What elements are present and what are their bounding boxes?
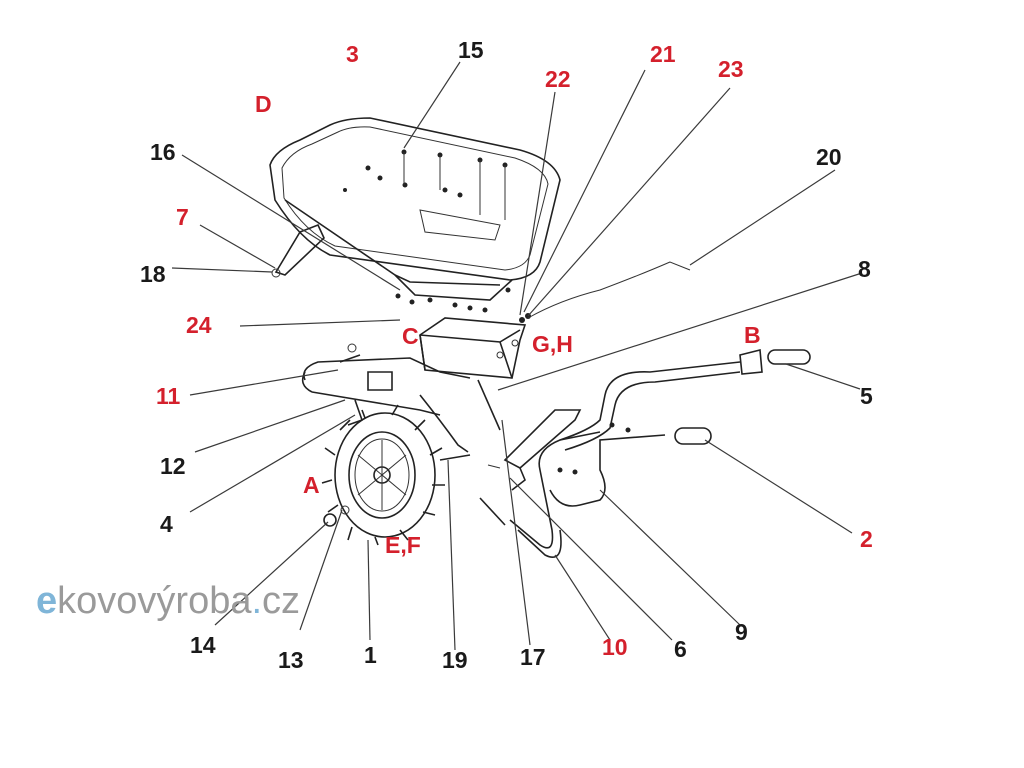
label-4: 4 [160,511,173,537]
wheel [321,404,445,546]
mixing-cable [527,261,691,319]
label-9: 9 [735,619,748,645]
label-11: 11 [156,383,181,409]
handle-grips [557,348,811,475]
logo-tld: cz [262,580,301,622]
label-19: 19 [442,647,468,673]
ekovovyroba-logo: ekovovýroba.cz [36,580,300,623]
part-labels: 3 15 22 21 23 D 16 20 7 18 8 24 C G,H B … [140,37,873,673]
label-B: B [744,322,761,348]
label-10: 10 [602,634,628,660]
label-12: 12 [160,453,186,479]
leader-lines [171,61,863,651]
label-5: 5 [860,383,873,409]
wheel-hardware [323,454,506,527]
label-7: 7 [176,204,189,230]
label-14: 14 [190,632,216,658]
label-23: 23 [718,56,744,82]
label-20: 20 [816,144,842,170]
label-17: 17 [520,644,546,670]
hopper [269,117,561,301]
label-18: 18 [140,261,166,287]
label-A: A [303,472,320,498]
label-3: 3 [346,41,359,67]
label-1: 1 [364,642,377,668]
label-16: 16 [150,139,176,165]
label-6: 6 [674,636,687,662]
logo-e: e [36,580,58,622]
gearbox [395,287,531,379]
label-8: 8 [858,256,871,282]
label-EF: E,F [385,532,421,558]
handle-frame-right [549,361,741,507]
logo-dot: . [251,580,263,622]
label-GH: G,H [532,331,573,357]
label-D: D [255,91,272,117]
axle-bracket [487,409,582,491]
logo-name: kovovýroba [57,580,252,622]
label-13: 13 [278,647,304,673]
label-2: 2 [860,526,873,552]
handle-frame-left [509,431,601,558]
label-21: 21 [650,41,676,67]
label-C: C [402,323,419,349]
hopper-lever [271,223,325,278]
label-22: 22 [545,66,571,92]
label-24: 24 [186,312,212,338]
label-15: 15 [458,37,484,63]
